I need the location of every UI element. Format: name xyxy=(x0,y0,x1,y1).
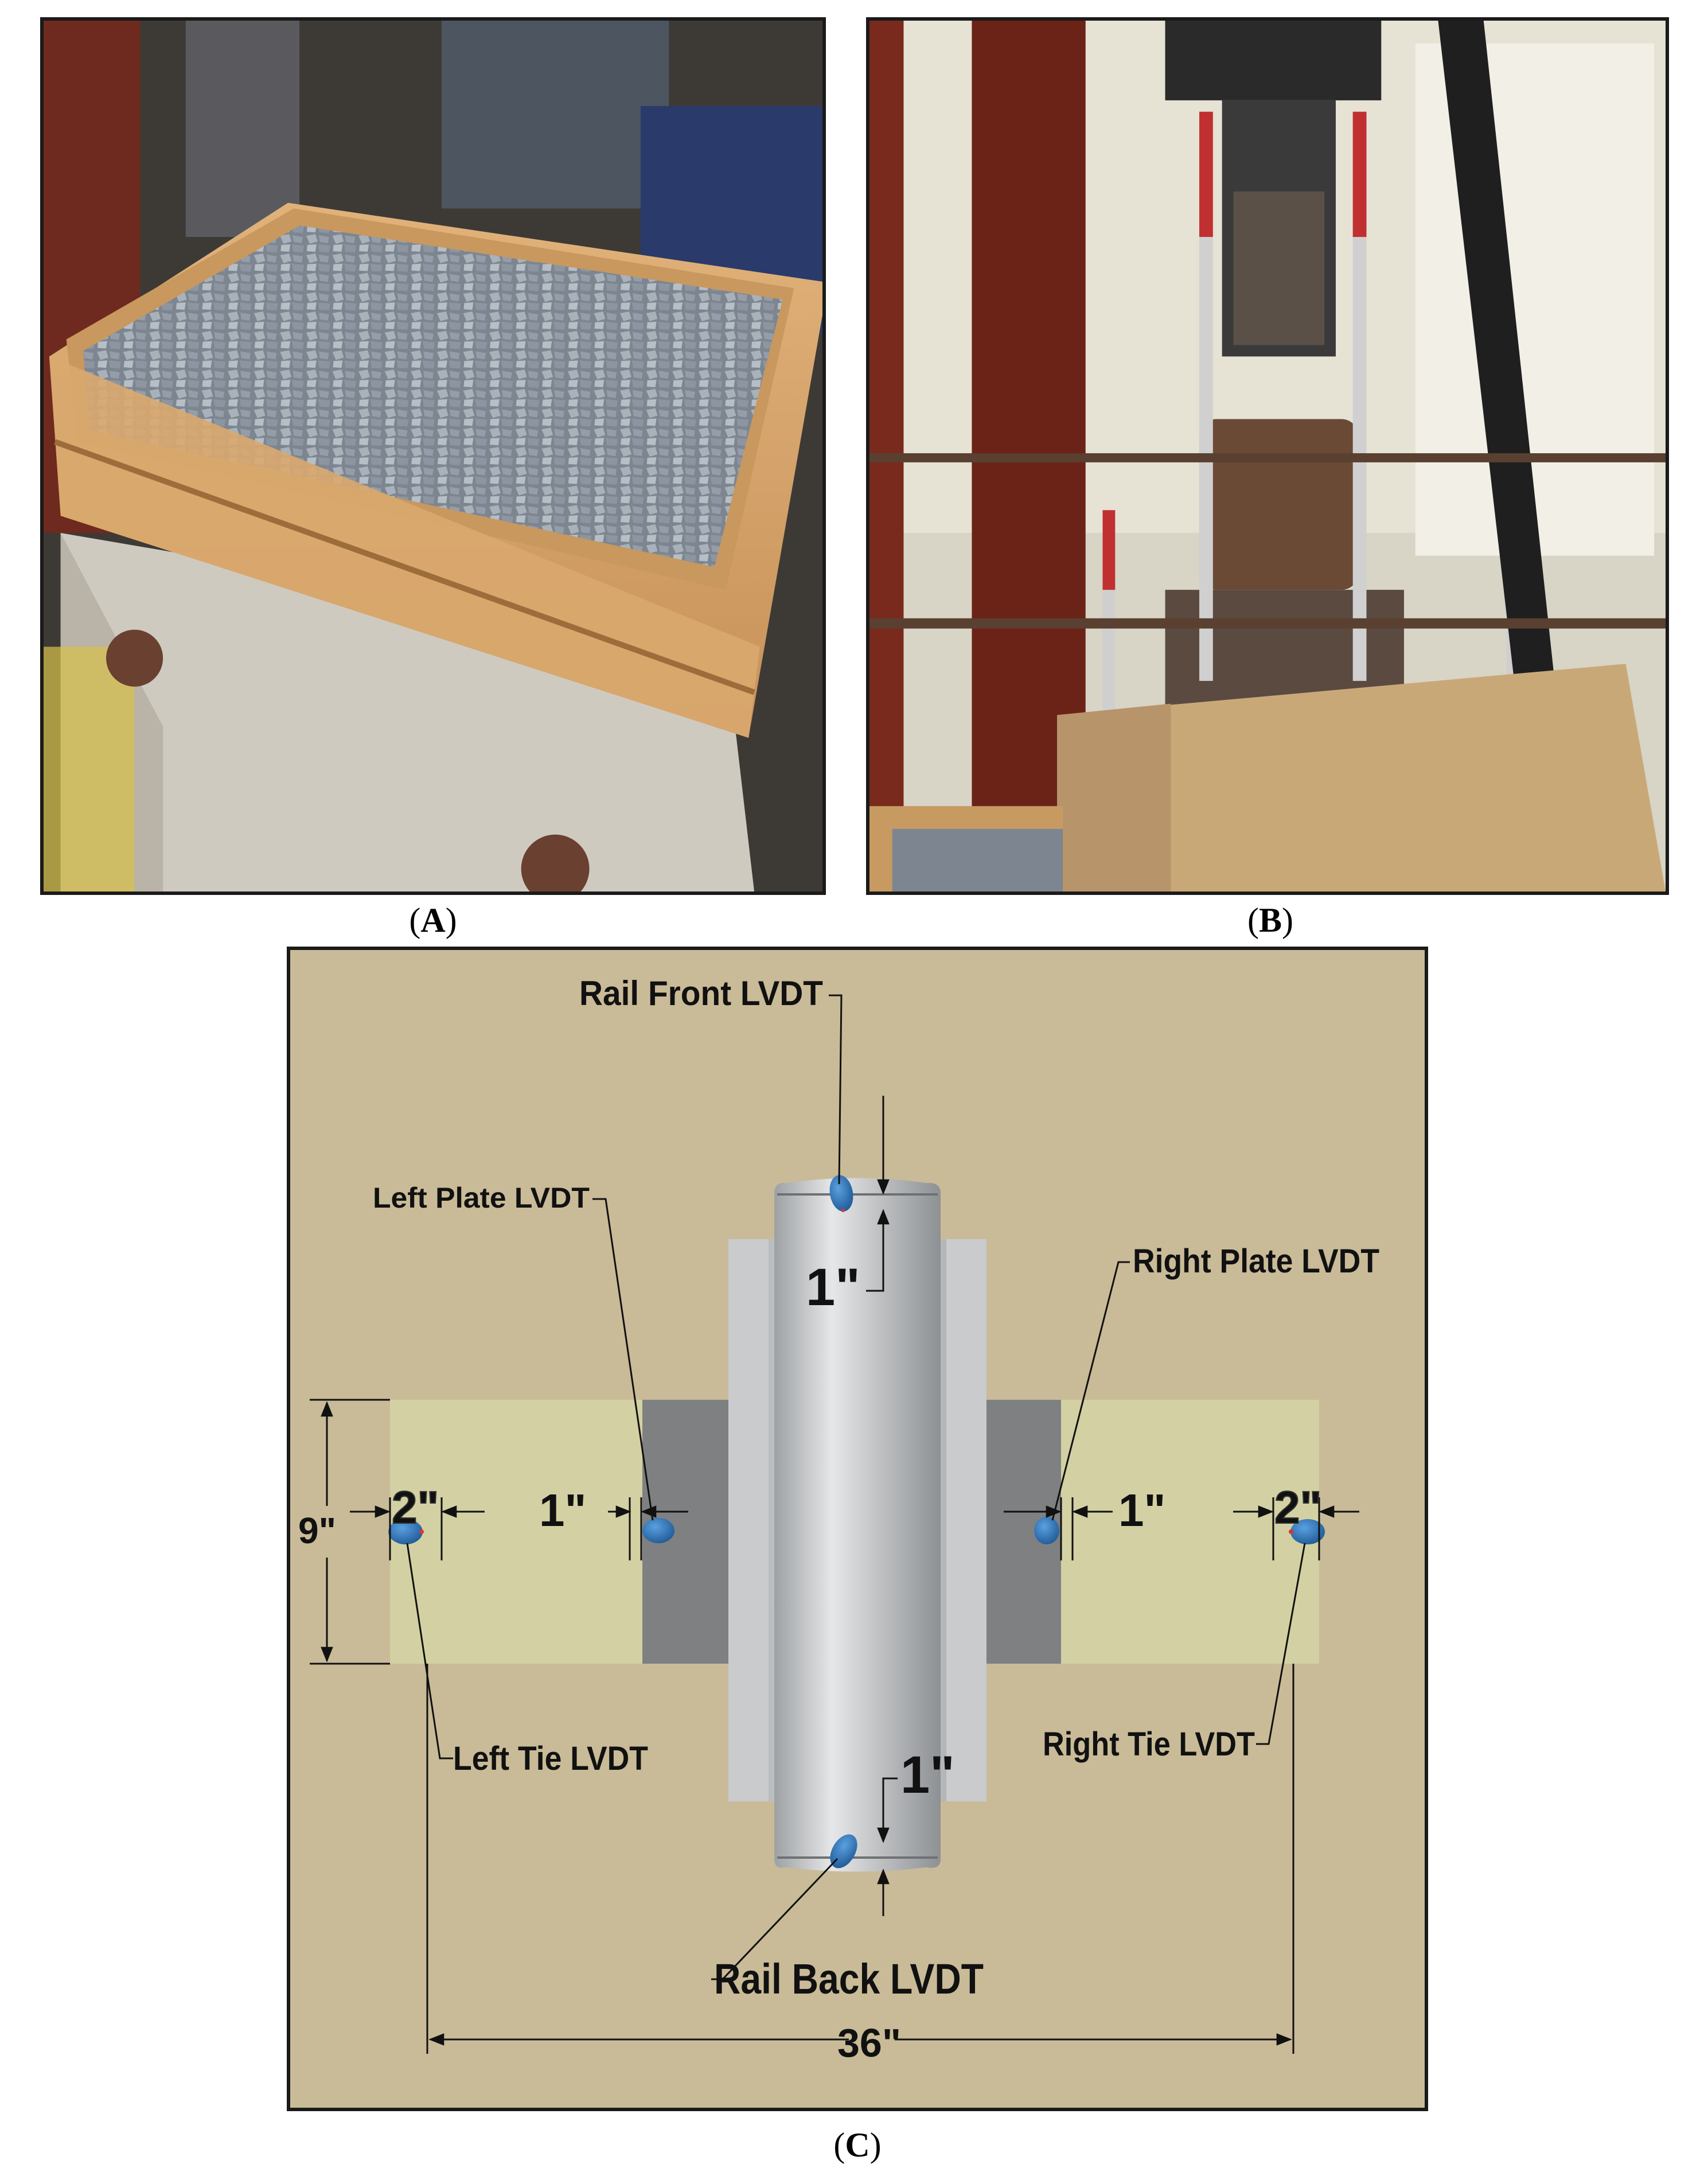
right-plate-gap-dim: 1" xyxy=(1118,1485,1165,1536)
right-tie-lvdt xyxy=(1289,1519,1325,1544)
left-tie-edge-dim: 2" xyxy=(392,1482,439,1533)
label-leaders xyxy=(406,994,1306,1980)
rail-flange-right-edge xyxy=(946,1239,986,1801)
back-offset-dim: 1" xyxy=(900,1746,955,1804)
caption-b: (B) xyxy=(1247,901,1293,939)
tie-width-dim: 9" xyxy=(298,1510,336,1551)
photo-load-frame xyxy=(866,17,1669,895)
rail-flange-left-edge xyxy=(728,1239,769,1801)
left-plate-lvdt xyxy=(642,1518,674,1543)
rail-front-lvdt-label: Rail Front LVDT xyxy=(579,974,823,1013)
right-plate-lvdt xyxy=(1034,1517,1059,1544)
tie-span-dim: 36" xyxy=(837,2021,901,2065)
left-plate-lvdt-label: Left Plate LVDT xyxy=(373,1182,590,1214)
rail-head xyxy=(774,1178,941,1872)
right-tie-edge-dim: 2" xyxy=(1274,1482,1321,1533)
photo-ballast-box xyxy=(40,17,826,895)
left-tie-lvdt xyxy=(388,1519,424,1544)
front-offset-dim: 1" xyxy=(806,1258,860,1317)
lvdt-layout-diagram: Rail Front LVDT Left Plate LVDT Right Pl… xyxy=(287,947,1428,2111)
right-plate-lvdt-label: Right Plate LVDT xyxy=(1133,1243,1379,1280)
left-plate-gap-dim: 1" xyxy=(539,1485,586,1536)
right-tie-lvdt-label: Right Tie LVDT xyxy=(1043,1726,1255,1763)
caption-c: (C) xyxy=(833,2126,882,2164)
caption-a-letter: A xyxy=(420,901,446,939)
ballast-box-photo-image xyxy=(44,21,822,892)
lvdt-layout-svg: Rail Front LVDT Left Plate LVDT Right Pl… xyxy=(287,947,1428,2111)
rail-front-lvdt xyxy=(829,1175,853,1212)
load-frame-photo-image xyxy=(869,21,1666,892)
dimension-lines xyxy=(310,1096,1359,2054)
caption-a: (A) xyxy=(409,901,457,939)
rail-back-lvdt-label: Rail Back LVDT xyxy=(714,1955,984,2003)
caption-c-letter: C xyxy=(845,2126,870,2164)
left-tie-lvdt-label: Left Tie LVDT xyxy=(453,1740,648,1777)
caption-b-letter: B xyxy=(1258,901,1282,939)
